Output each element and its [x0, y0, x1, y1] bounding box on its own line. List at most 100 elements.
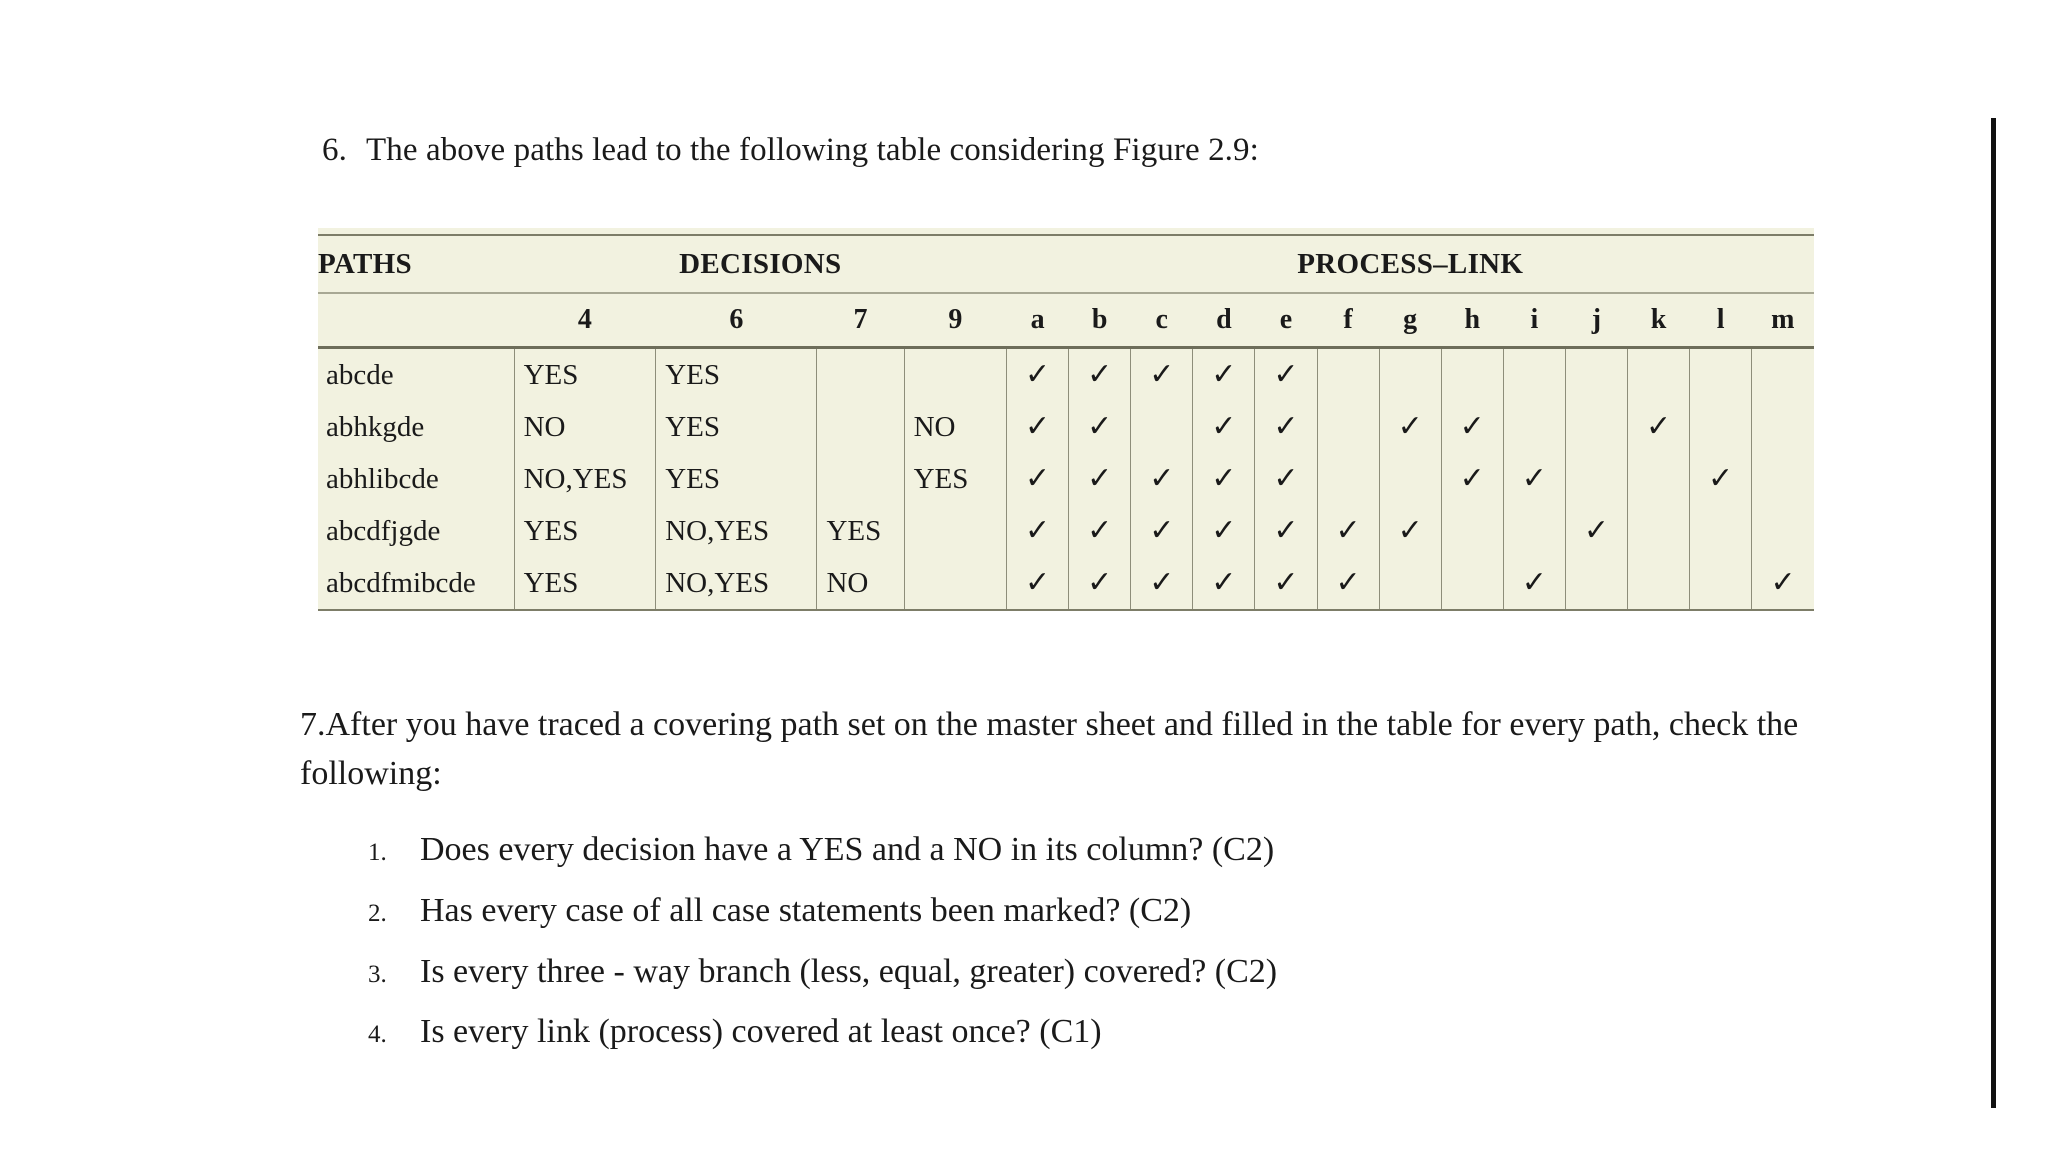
path-name-cell: abcdfjgde — [318, 505, 515, 557]
checkmark-icon: ✓ — [1335, 564, 1361, 600]
link-cell-h: ✓ — [1441, 505, 1504, 557]
item-6-text: The above paths lead to the following ta… — [366, 132, 1259, 168]
link-cell-m: ✓ — [1751, 505, 1814, 557]
path-name-cell: abcdfmibcde — [318, 557, 515, 611]
decision-cell-6: NO,YES — [655, 557, 818, 611]
checkmark-icon: ✓ — [1149, 356, 1175, 392]
item-7-paragraph: 7.After you have traced a covering path … — [300, 700, 1860, 799]
header-decisions: DECISIONS — [514, 234, 1007, 294]
sub-header-link-m: m — [1751, 293, 1814, 349]
checkmark-icon: ✓ — [1149, 512, 1175, 548]
link-cell-j: ✓ — [1565, 401, 1628, 453]
checkmark-icon: ✓ — [1521, 460, 1547, 496]
link-cell-k: ✓ — [1627, 401, 1691, 453]
checkmark-icon: ✓ — [1397, 408, 1423, 444]
link-cell-c: ✓ — [1130, 557, 1194, 611]
link-cell-d: ✓ — [1192, 347, 1256, 401]
link-cell-m: ✓ — [1751, 453, 1814, 505]
list-item-text: Is every link (process) covered at least… — [420, 1013, 1102, 1051]
decision-cell-7 — [816, 453, 905, 505]
sub-header-paths-blank — [318, 293, 515, 349]
decision-cell-4: YES — [514, 347, 657, 401]
decision-cell-4: YES — [514, 505, 657, 557]
link-cell-d: ✓ — [1192, 453, 1256, 505]
link-cell-d: ✓ — [1192, 505, 1256, 557]
checkmark-icon: ✓ — [1149, 460, 1175, 496]
link-cell-m: ✓ — [1751, 347, 1814, 401]
checkmark-icon: ✓ — [1211, 564, 1237, 600]
path-name-cell: abcde — [318, 347, 515, 401]
item-7-text: After you have traced a covering path se… — [300, 706, 1799, 793]
link-cell-e: ✓ — [1254, 557, 1318, 611]
link-cell-g: ✓ — [1379, 505, 1442, 557]
link-cell-m: ✓ — [1751, 557, 1814, 611]
header-process-link: PROCESS–LINK — [1006, 234, 1814, 294]
path-name-cell: abhkgde — [318, 401, 515, 453]
link-cell-d: ✓ — [1192, 401, 1256, 453]
list-item-text: Does every decision have a YES and a NO … — [420, 831, 1275, 868]
checkmark-icon: ✓ — [1708, 460, 1734, 496]
link-cell-b: ✓ — [1068, 557, 1132, 611]
decision-cell-9: NO — [904, 401, 1008, 453]
item-6-line: 6. The above paths lead to the following … — [322, 132, 1259, 169]
decision-cell-9 — [904, 557, 1008, 611]
link-cell-g: ✓ — [1379, 453, 1442, 505]
checkmark-icon: ✓ — [1025, 408, 1051, 444]
page-edge-rule — [1991, 118, 1996, 1108]
link-cell-j: ✓ — [1565, 347, 1628, 401]
checklist: 1.Does every decision have a YES and a N… — [368, 830, 1768, 1073]
decision-cell-7 — [816, 347, 905, 401]
decision-cell-9 — [904, 505, 1008, 557]
sub-header-row: 4 6 7 9 a b c d e f g h i j k l m — [318, 293, 1814, 349]
sub-header-link-c: c — [1130, 293, 1193, 349]
checkmark-icon: ✓ — [1273, 512, 1299, 548]
checkmark-icon: ✓ — [1645, 408, 1672, 444]
link-cell-b: ✓ — [1068, 505, 1132, 557]
item-6-number: 6. — [322, 132, 347, 168]
decision-cell-7: YES — [816, 505, 905, 557]
checkmark-icon: ✓ — [1273, 460, 1299, 496]
checkmark-icon: ✓ — [1211, 460, 1237, 496]
decision-cell-9: YES — [904, 453, 1008, 505]
link-cell-f: ✓ — [1317, 401, 1380, 453]
link-cell-j: ✓ — [1565, 505, 1628, 557]
checkmark-icon: ✓ — [1397, 512, 1423, 548]
link-cell-g: ✓ — [1379, 401, 1442, 453]
path-name-cell: abhlibcde — [318, 453, 515, 505]
sub-header-link-l: l — [1689, 293, 1752, 349]
decision-cell-6: YES — [655, 453, 818, 505]
link-cell-d: ✓ — [1192, 557, 1256, 611]
link-cell-c: ✓ — [1130, 505, 1194, 557]
decision-cell-6: YES — [655, 347, 818, 401]
checkmark-icon: ✓ — [1087, 408, 1113, 444]
checkmark-icon: ✓ — [1211, 408, 1237, 444]
sub-header-decision-6: 6 — [655, 293, 817, 349]
list-item: 4. Is every link (process) covered at lea… — [368, 1012, 1768, 1053]
sub-header-decision-4: 4 — [514, 293, 656, 349]
checkmark-icon: ✓ — [1273, 408, 1299, 444]
link-cell-k: ✓ — [1627, 505, 1691, 557]
link-cell-a: ✓ — [1006, 505, 1070, 557]
link-cell-f: ✓ — [1317, 505, 1380, 557]
link-cell-g: ✓ — [1379, 557, 1442, 611]
link-cell-a: ✓ — [1006, 557, 1070, 611]
decision-cell-7 — [816, 401, 905, 453]
link-cell-a: ✓ — [1006, 347, 1070, 401]
checkmark-icon: ✓ — [1273, 564, 1299, 600]
list-item-number: 4. — [368, 1021, 387, 1049]
list-item-number: 2. — [368, 899, 387, 927]
checkmark-icon: ✓ — [1025, 356, 1051, 392]
checkmark-icon: ✓ — [1583, 512, 1609, 548]
link-cell-i: ✓ — [1503, 401, 1566, 453]
sub-header-link-a: a — [1006, 293, 1069, 349]
sub-header-link-g: g — [1379, 293, 1442, 349]
link-cell-k: ✓ — [1627, 347, 1691, 401]
clipped-next-line — [368, 1120, 1068, 1146]
link-cell-j: ✓ — [1565, 453, 1628, 505]
link-cell-a: ✓ — [1006, 453, 1070, 505]
link-cell-e: ✓ — [1254, 401, 1318, 453]
